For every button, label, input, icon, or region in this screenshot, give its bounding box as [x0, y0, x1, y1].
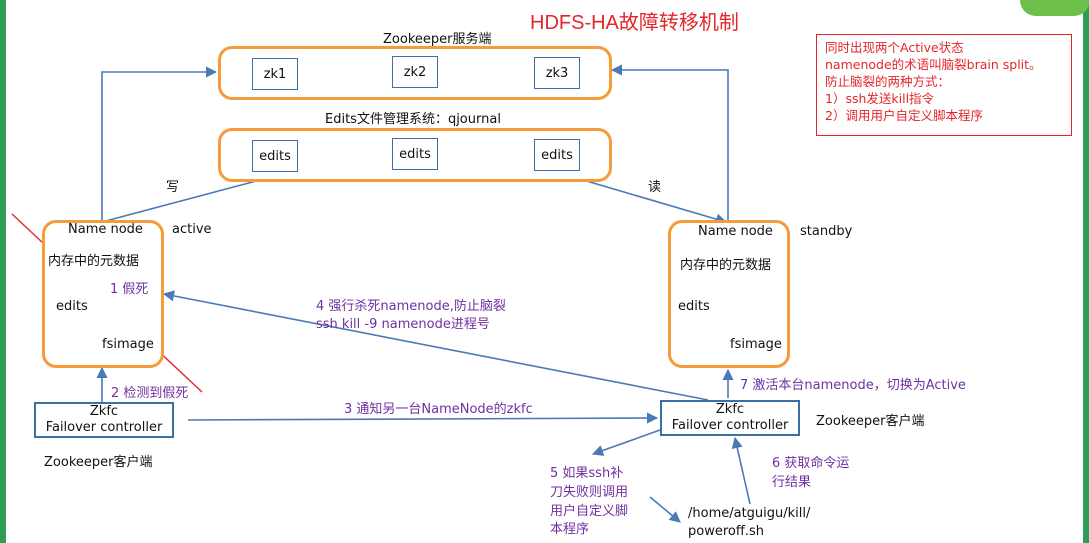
note-line-5: 2）调用用户自定义脚本程序 [825, 108, 983, 123]
brain-split-note: 同时出现两个Active状态 namenode的术语叫脑裂brain split… [816, 34, 1072, 136]
zk1-node: zk1 [252, 58, 298, 90]
diagram-title: HDFS-HA故障转移机制 [530, 12, 739, 34]
active-nn-to-zk-arrow [101, 66, 218, 222]
call-script-arrow [591, 429, 661, 456]
zkfc-left-line2: Failover controller [45, 420, 163, 435]
result-arrow [731, 436, 751, 505]
edits-node-3: edits [534, 139, 580, 171]
note-line-2: namenode的术语叫脑裂brain split。 [825, 57, 1042, 72]
note-line-1: 同时出现两个Active状态 [825, 40, 964, 55]
active-namenode-box [42, 220, 164, 368]
step7-label: 7 激活本台namenode，切换为Active [740, 378, 966, 393]
write-label: 写 [166, 180, 180, 195]
active-metadata-label: 内存中的元数据 [48, 254, 140, 269]
active-fsimage-label: fsimage [102, 337, 154, 352]
step2-label: 2 检测到假死 [111, 386, 189, 401]
read-label: 读 [648, 180, 662, 195]
step4-label-line2: ssh kill -9 namenode进程号 [316, 317, 490, 332]
active-edits-label: edits [56, 299, 88, 314]
step1-label: 1 假死 [110, 282, 149, 297]
standby-namenode-title: Name node [698, 224, 773, 239]
script-pointer-arrow [649, 496, 681, 523]
zkfc-right-box: Zkfc Failover controller [660, 400, 800, 436]
right-edge-strip [1083, 0, 1089, 543]
zookeeper-cluster-label: Zookeeper服务端 [383, 32, 492, 47]
zkfc-left-box: Zkfc Failover controller [34, 402, 174, 438]
step4-label-line1: 4 强行杀死namenode,防止脑裂 [316, 299, 506, 314]
standby-edits-label: edits [678, 299, 710, 314]
standby-fsimage-label: fsimage [730, 337, 782, 352]
active-namenode-title: Name node [68, 222, 143, 237]
step5-line3: 用户自定义脚 [550, 504, 629, 519]
step6-line1: 6 获取命令运 [772, 456, 850, 471]
standby-state-label: standby [800, 224, 853, 239]
step3-label: 3 通知另一台NameNode的zkfc [344, 402, 533, 417]
zkfc-left-line1: Zkfc [89, 404, 119, 419]
script-path-line1: /home/atguigu/kill/ [688, 506, 811, 521]
kill-arrow [162, 290, 709, 401]
zkfc-right-line1: Zkfc [715, 402, 745, 417]
notify-arrow [187, 412, 659, 424]
standby-nn-to-zk-arrow [610, 64, 729, 222]
zkfc-right-client-label: Zookeeper客户端 [816, 414, 925, 429]
standby-metadata-label: 内存中的元数据 [680, 258, 772, 273]
note-line-4: 1）ssh发送kill指令 [825, 91, 935, 106]
standby-namenode-box [668, 220, 790, 368]
active-state-label: active [172, 222, 212, 237]
left-edge-strip [0, 0, 6, 543]
zk3-node: zk3 [534, 57, 580, 89]
step5-line2: 刀失败则调用 [550, 485, 629, 500]
zkfc-left-client-label: Zookeeper客户端 [44, 455, 153, 470]
note-line-3: 防止脑裂的两种方式： [825, 74, 951, 89]
zkfc-right-line2: Failover controller [671, 418, 789, 433]
edits-node-2: edits [392, 138, 438, 170]
step6-line2: 行结果 [772, 475, 812, 490]
script-path-line2: poweroff.sh [688, 524, 764, 539]
zk2-node: zk2 [392, 56, 438, 88]
step5-line1: 5 如果ssh补 [550, 466, 624, 481]
edits-node-1: edits [252, 140, 298, 172]
qjournal-label: Edits文件管理系统：qjournal [325, 112, 501, 127]
step5-line4: 本程序 [550, 522, 590, 537]
corner-decoration [1020, 0, 1089, 16]
